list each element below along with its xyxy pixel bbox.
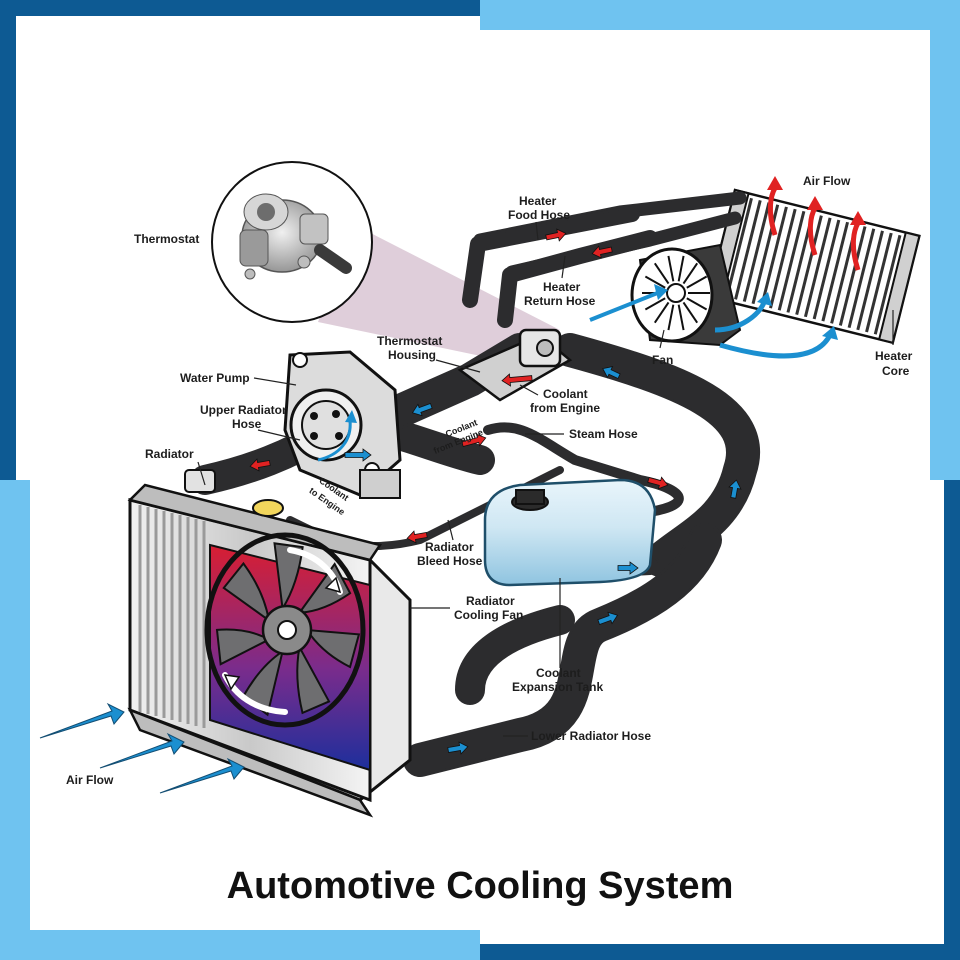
flow-arrow-icon bbox=[411, 403, 433, 417]
flow-arrows bbox=[39, 176, 866, 794]
flow-arrow-icon bbox=[99, 732, 185, 769]
flow-arrow-icon bbox=[344, 448, 372, 462]
label-heater-return-1: Heater bbox=[543, 280, 581, 294]
flow-arrow-icon bbox=[317, 410, 357, 462]
label-heater-food-hose-2: Food Hose bbox=[508, 208, 570, 222]
flow-arrow-icon bbox=[461, 433, 487, 448]
flow-arrow-icon bbox=[602, 366, 621, 380]
label-heater-food-hose-1: Heater bbox=[519, 194, 557, 208]
thermostat-housing bbox=[363, 328, 573, 437]
expansion-tank bbox=[483, 478, 657, 587]
flow-arrow-icon bbox=[719, 326, 838, 359]
label-fan: Fan bbox=[652, 353, 673, 367]
label-radiator: Radiator bbox=[145, 447, 194, 461]
water-pump bbox=[283, 350, 402, 499]
label-heater-core-2: Core bbox=[882, 364, 910, 378]
leader-lines bbox=[197, 221, 894, 737]
flow-arrow-icon bbox=[714, 292, 772, 333]
label-air-flow-bottom: Air Flow bbox=[66, 773, 114, 787]
label-coolant-expansion-tank-1: Coolant bbox=[536, 666, 581, 680]
label-heater-return-2: Return Hose bbox=[524, 294, 596, 308]
flow-arrow-icon bbox=[597, 611, 619, 625]
flow-arrow-icon bbox=[589, 284, 668, 322]
label-coolant-from-engine-1: Coolant bbox=[543, 387, 588, 401]
label-radiator-cooling-fan-2: Cooling Fan bbox=[454, 608, 523, 622]
flow-arrow-icon bbox=[807, 196, 823, 256]
labels: Thermostat Heater Food Hose Air Flow Hea… bbox=[66, 174, 913, 787]
radiator-fan bbox=[204, 532, 366, 728]
flow-arrow-icon bbox=[545, 228, 567, 242]
label-steam-hose: Steam Hose bbox=[569, 427, 638, 441]
flow-arrow-icon bbox=[767, 176, 783, 236]
label-radiator-bleed-hose-2: Bleed Hose bbox=[417, 554, 483, 568]
flow-arrow-icon bbox=[850, 211, 866, 271]
label-upper-radiator-hose-1: Upper Radiator bbox=[200, 403, 287, 417]
flow-arrow-icon bbox=[159, 757, 245, 794]
label-thermostat: Thermostat bbox=[134, 232, 199, 246]
flow-arrow-icon bbox=[617, 561, 639, 575]
label-radiator-bleed-hose-1: Radiator bbox=[425, 540, 474, 554]
flow-arrow-icon bbox=[728, 479, 742, 499]
label-thermostat-housing-1: Thermostat bbox=[377, 334, 442, 348]
flow-arrow-icon bbox=[447, 741, 469, 755]
heater-hoses bbox=[462, 206, 658, 328]
flow-arrow-icon bbox=[647, 476, 669, 490]
label-upper-radiator-hose-2: Hose bbox=[232, 417, 262, 431]
flow-arrow-icon bbox=[39, 702, 125, 739]
label-heater-core-1: Heater bbox=[875, 349, 913, 363]
thermostat-callout bbox=[211, 161, 560, 360]
label-lower-radiator-hose: Lower Radiator Hose bbox=[531, 729, 651, 743]
page-title: Automotive Cooling System bbox=[227, 865, 734, 907]
label-coolant-expansion-tank-2: Expansion Tank bbox=[512, 680, 603, 694]
label-coolant-from-engine-2: from Engine bbox=[530, 401, 600, 415]
label-thermostat-housing-2: Housing bbox=[388, 348, 436, 362]
thermostat-photo bbox=[239, 193, 352, 280]
label-water-pump: Water Pump bbox=[180, 371, 250, 385]
heater-fan bbox=[630, 243, 742, 347]
label-radiator-cooling-fan-1: Radiator bbox=[466, 594, 515, 608]
flow-arrow-icon bbox=[501, 373, 533, 387]
label-air-flow-top: Air Flow bbox=[803, 174, 851, 188]
flow-arrow-icon bbox=[406, 530, 428, 544]
flow-arrow-icon bbox=[249, 458, 271, 472]
flow-arrow-icon bbox=[591, 245, 613, 259]
